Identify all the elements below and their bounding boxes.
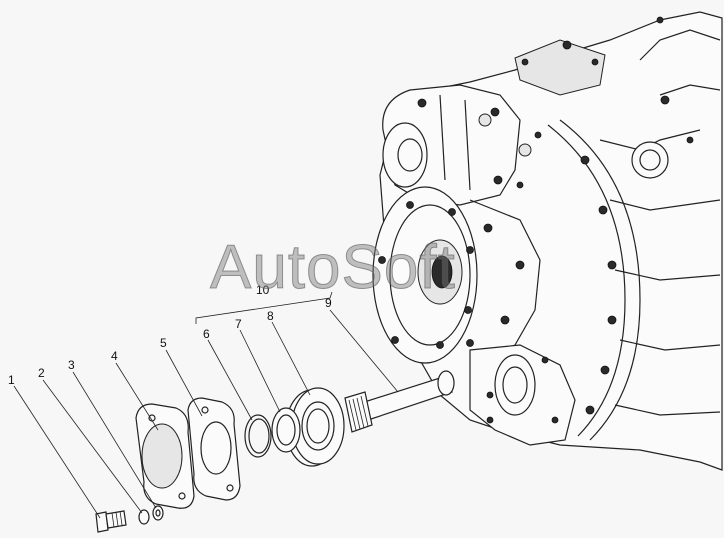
front-flange bbox=[372, 186, 541, 364]
part-1-bolt bbox=[95, 510, 127, 533]
callout-4: 4 bbox=[111, 349, 118, 363]
part-8-bearing bbox=[285, 387, 345, 467]
part-6-circlip bbox=[244, 414, 272, 458]
callout-6: 6 bbox=[203, 327, 210, 341]
pump-module bbox=[382, 84, 542, 206]
part-5-gasket bbox=[187, 397, 241, 501]
part-4-cover bbox=[135, 403, 195, 509]
callout-9: 9 bbox=[325, 296, 332, 310]
callout-10: 10 bbox=[256, 283, 270, 297]
part-2-lock-washer bbox=[138, 509, 150, 525]
callout-5: 5 bbox=[160, 336, 167, 350]
callout-8: 8 bbox=[267, 309, 274, 323]
callout-1: 1 bbox=[8, 373, 15, 387]
part-7-ring bbox=[271, 407, 301, 453]
leader-lines bbox=[13, 291, 399, 519]
part-9-splined-shaft bbox=[344, 370, 455, 433]
output-housing bbox=[469, 344, 576, 446]
callout-2: 2 bbox=[38, 366, 45, 380]
callout-3: 3 bbox=[68, 358, 75, 372]
part-3-washer bbox=[152, 505, 164, 521]
callout-7: 7 bbox=[235, 317, 242, 331]
